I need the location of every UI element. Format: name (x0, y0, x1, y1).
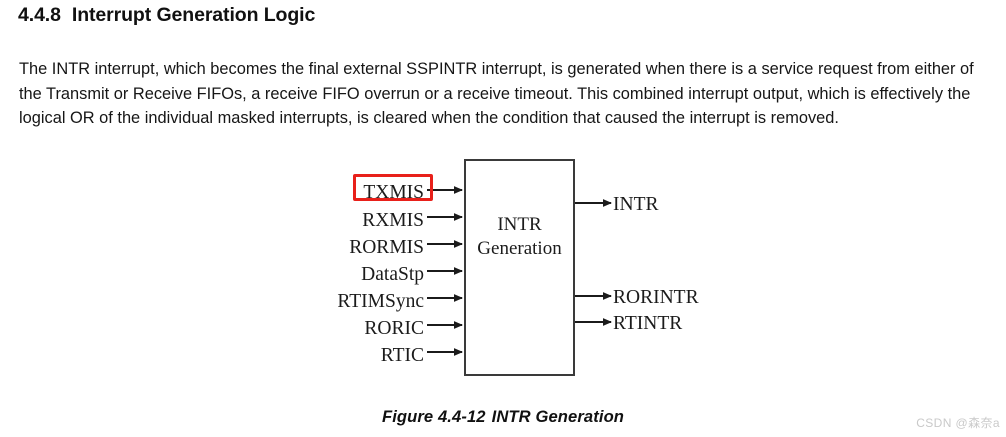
intr-block-line-2: Generation (477, 238, 562, 259)
input-label-roric: RORIC (364, 318, 424, 339)
intr-block-line-1: INTR (497, 214, 542, 235)
input-label-rtimsync: RTIMSync (337, 291, 424, 312)
output-label-rtintr: RTINTR (613, 313, 683, 334)
input-label-rxmis: RXMIS (362, 210, 424, 231)
txmis-highlight-box (353, 174, 433, 201)
section-number: 4.4.8 (18, 4, 61, 26)
input-label-rtic: RTIC (380, 345, 424, 366)
intr-generation-block-label: INTR Generation (466, 213, 573, 261)
output-label-rorintr: RORINTR (613, 287, 699, 308)
figure-intr-generation: INTR Generation TXMIS RXMIS RORMIS DataS… (0, 145, 1006, 437)
input-label-rormis: RORMIS (349, 237, 424, 258)
input-label-datastp: DataStp (361, 264, 424, 285)
figure-caption-number: Figure 4.4-12 (381, 407, 486, 426)
body-paragraph: The INTR interrupt, which becomes the fi… (19, 60, 974, 128)
section-title: Interrupt Generation Logic (71, 4, 316, 26)
figure-caption-title: INTR Generation (491, 407, 625, 426)
block-diagram: INTR Generation TXMIS RXMIS RORMIS DataS… (0, 145, 1006, 393)
input-label-txmis: TXMIS (363, 182, 424, 203)
intr-generation-block: INTR Generation (464, 159, 575, 376)
figure-caption: Figure 4.4-12 INTR Generation (0, 407, 1006, 427)
output-label-intr: INTR (613, 194, 659, 215)
csdn-watermark: CSDN @森奈a (916, 416, 1000, 430)
page-title: 4.4.8 Interrupt Generation Logic (18, 4, 315, 27)
